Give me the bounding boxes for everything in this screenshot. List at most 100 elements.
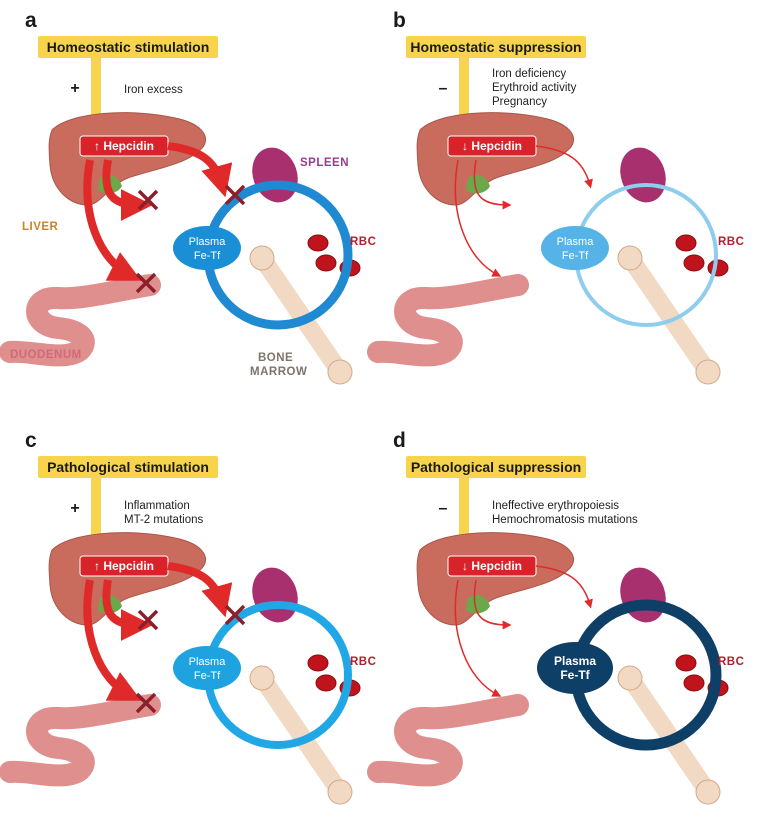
- rbc-cell: [315, 254, 337, 272]
- blocked-cross: [224, 604, 246, 626]
- bone-end-top: [249, 665, 275, 691]
- arrow-to-spleen: [535, 145, 593, 189]
- banner-title: Pathological stimulation: [47, 459, 209, 475]
- bone-label: BONE: [258, 352, 293, 364]
- panel-letter: b: [393, 9, 406, 32]
- liver-organ: [48, 532, 206, 626]
- blocked-cross: [224, 184, 246, 206]
- bone-shaft: [621, 669, 717, 801]
- plasma-sublabel: Fe-Tf: [194, 670, 221, 682]
- arrow-to-macrophage: [473, 579, 512, 630]
- plasma-ellipse: [173, 226, 241, 270]
- rbc-label: RBC: [718, 656, 744, 668]
- blocked-cross: [135, 692, 157, 714]
- duodenum-organ: [367, 694, 529, 787]
- condition-text: Inflammation: [124, 500, 190, 512]
- rbc-cell: [675, 234, 697, 252]
- duodenum-organ: [367, 274, 529, 367]
- bone-shaft: [253, 249, 349, 381]
- plasma-ellipse: [537, 642, 613, 694]
- spleen-organ: [620, 567, 666, 623]
- bone-end-bottom: [695, 779, 721, 805]
- spleen-organ: [252, 147, 298, 203]
- arrow-to-macrophage: [473, 159, 512, 210]
- signal-arrow-shaft: [91, 478, 101, 544]
- spleen-label: SPLEEN: [300, 157, 349, 169]
- bone-end-top: [617, 245, 643, 271]
- plasma-ellipse: [173, 646, 241, 690]
- bone-shaft: [253, 669, 349, 801]
- marrow-label: MARROW: [250, 366, 307, 378]
- plasma-label: Plasma: [189, 656, 227, 668]
- blocked-cross: [135, 272, 157, 294]
- liver-organ: [416, 532, 574, 626]
- rbc-label: RBC: [718, 236, 744, 248]
- banner-title: Pathological suppression: [411, 459, 581, 475]
- arrow-to-spleen: [167, 142, 233, 198]
- banner-title: Homeostatic suppression: [410, 39, 581, 55]
- gallbladder: [466, 175, 490, 194]
- signal-arrow-shaft: [91, 58, 101, 124]
- plasma-sublabel: Fe-Tf: [562, 250, 589, 262]
- spleen-organ: [252, 567, 298, 623]
- bone-shaft: [621, 249, 717, 381]
- hepcidin-label: ↑ Hepcidin: [94, 139, 154, 153]
- bone-end-top: [617, 665, 643, 691]
- arrow-to-macrophage: [102, 159, 153, 221]
- rbc-cell: [307, 654, 329, 672]
- bone-end-bottom: [327, 779, 353, 805]
- arrow-to-spleen: [535, 565, 593, 609]
- hepcidin-label: ↓ Hepcidin: [462, 559, 522, 573]
- hepcidin-label: ↑ Hepcidin: [94, 559, 154, 573]
- liver-organ: [416, 112, 574, 206]
- duodenum-label: DUODENUM: [10, 349, 82, 361]
- banner-box: [406, 36, 586, 58]
- plasma-sublabel: Fe-Tf: [560, 668, 590, 682]
- rbc-cell: [683, 254, 705, 272]
- plasma-ellipse: [541, 226, 609, 270]
- banner-title: Homeostatic stimulation: [47, 39, 210, 55]
- signal-sign: +: [70, 80, 79, 97]
- arrow-to-spleen: [167, 562, 233, 618]
- bone-end-top: [249, 245, 275, 271]
- panel-letter: a: [25, 9, 37, 32]
- banner-box: [38, 456, 218, 478]
- rbc-cell: [307, 234, 329, 252]
- plasma-label: Plasma: [554, 654, 596, 668]
- panel-letter: c: [25, 429, 37, 452]
- spleen-organ: [620, 147, 666, 203]
- liver-label: LIVER: [22, 221, 59, 233]
- rbc-cell: [707, 259, 729, 277]
- signal-arrow-shaft: [459, 478, 469, 544]
- rbc-cell: [675, 654, 697, 672]
- condition-text: Hemochromatosis mutations: [492, 514, 638, 526]
- arrow-to-duodenum: [83, 579, 142, 701]
- signal-arrow-shaft: [459, 58, 469, 124]
- banner-box: [38, 36, 218, 58]
- plasma-sublabel: Fe-Tf: [194, 250, 221, 262]
- condition-text: Iron deficiency: [492, 68, 566, 80]
- plasma-label: Plasma: [189, 236, 227, 248]
- rbc-label: RBC: [350, 656, 376, 668]
- condition-text: MT-2 mutations: [124, 514, 203, 526]
- duodenum-organ: [0, 274, 161, 367]
- bone-end-bottom: [695, 359, 721, 385]
- gallbladder: [466, 595, 490, 614]
- arrow-to-duodenum: [83, 159, 142, 281]
- arrow-to-duodenum: [454, 159, 502, 277]
- rbc-label: RBC: [350, 236, 376, 248]
- arrow-to-duodenum: [454, 579, 502, 697]
- bone-end-bottom: [327, 359, 353, 385]
- liver-organ: [48, 112, 206, 206]
- banner-box: [406, 456, 586, 478]
- signal-sign: –: [439, 500, 448, 517]
- blocked-cross: [137, 189, 159, 211]
- condition-text: Iron excess: [124, 84, 183, 96]
- condition-text: Pregnancy: [492, 96, 547, 108]
- rbc-cell: [315, 674, 337, 692]
